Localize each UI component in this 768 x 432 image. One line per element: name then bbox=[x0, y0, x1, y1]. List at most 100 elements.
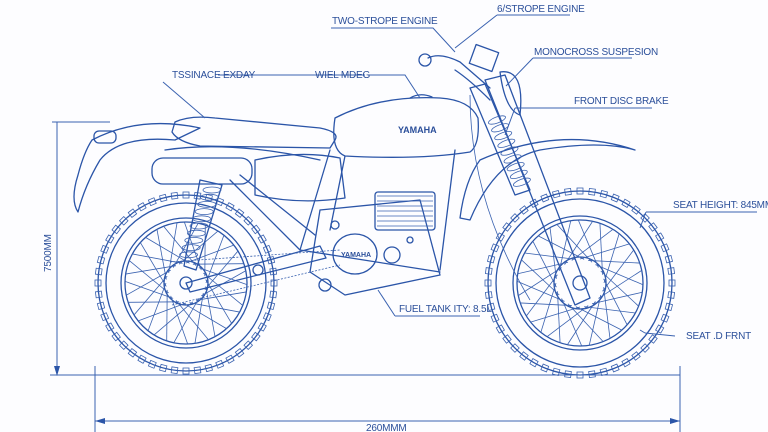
tire-knob bbox=[502, 222, 512, 232]
label-seat-height: SEAT HEIGHT: 845MM bbox=[673, 200, 768, 211]
tire-knob bbox=[225, 354, 235, 364]
label-fuel-tank: FUEL TANK ITY: 8.5L bbox=[399, 304, 492, 315]
spoke bbox=[517, 261, 569, 275]
spoke bbox=[530, 306, 581, 323]
spoke bbox=[147, 282, 167, 331]
spoke bbox=[579, 243, 630, 260]
tire-knob bbox=[137, 202, 147, 212]
tire-knob bbox=[660, 313, 670, 323]
spoke bbox=[168, 222, 178, 274]
shock-coil bbox=[186, 229, 206, 237]
tank-brand-logo: YAMAHA bbox=[398, 125, 437, 135]
fork-boot-ring bbox=[488, 115, 506, 125]
spoke bbox=[538, 235, 585, 260]
spoke bbox=[556, 224, 593, 263]
label-top-engine: 6/STROPE ENGINE bbox=[497, 4, 585, 15]
shock-coil bbox=[194, 208, 214, 216]
tire-knob bbox=[664, 302, 674, 311]
shock-coil bbox=[181, 244, 201, 252]
tire-knob bbox=[668, 279, 676, 287]
engine-brand-logo: YAMAHA bbox=[341, 252, 371, 259]
shock-coil bbox=[192, 215, 212, 223]
tire-knob bbox=[262, 244, 272, 254]
spoke bbox=[145, 237, 190, 264]
tire-knob bbox=[269, 290, 278, 299]
tire-knob bbox=[193, 366, 202, 375]
tire-knob bbox=[486, 302, 496, 311]
spoke bbox=[173, 298, 200, 343]
tire-knob bbox=[510, 213, 520, 223]
tire-knob bbox=[257, 322, 267, 332]
tire-knob bbox=[610, 193, 620, 203]
spoke bbox=[516, 280, 565, 302]
spoke bbox=[203, 272, 243, 306]
tire-knob bbox=[234, 348, 245, 358]
spoke bbox=[524, 252, 576, 260]
tire-knob bbox=[251, 331, 261, 342]
tire-knob bbox=[484, 291, 493, 299]
fork-boot-ring bbox=[500, 146, 519, 156]
tire-knob bbox=[552, 189, 561, 199]
label-monocross-suspension: MONOCROSS SUSPESION bbox=[534, 47, 658, 58]
fork-boot-ring bbox=[506, 162, 525, 172]
label-front-disc-brake: FRONT DISC BRAKE bbox=[574, 96, 669, 107]
tire-knob bbox=[631, 205, 641, 215]
spoke bbox=[600, 270, 639, 307]
spoke bbox=[602, 249, 634, 292]
fork-boot-ring bbox=[509, 169, 528, 180]
tire-knob bbox=[490, 313, 500, 323]
spoke bbox=[567, 303, 604, 342]
tire-knob bbox=[655, 232, 665, 242]
spoke bbox=[125, 265, 177, 275]
spoke bbox=[205, 235, 225, 284]
tire-knob bbox=[127, 208, 138, 218]
label-height-dimension: 7500MM bbox=[43, 234, 54, 272]
tire-knob bbox=[484, 279, 492, 287]
dimension-lines bbox=[50, 121, 681, 432]
spoke bbox=[532, 241, 557, 288]
tire-knob bbox=[621, 358, 631, 368]
tire-knob bbox=[243, 215, 254, 226]
spoke bbox=[558, 220, 572, 272]
shock-coil bbox=[197, 200, 217, 208]
spoke bbox=[603, 278, 628, 325]
spoke bbox=[194, 292, 204, 344]
spoke bbox=[521, 259, 560, 296]
tire-knob bbox=[111, 331, 121, 342]
spoke bbox=[126, 269, 171, 296]
tire-knob bbox=[204, 363, 213, 373]
tire-knob bbox=[588, 187, 596, 196]
label-two-stroke-engine: TWO-STROPE ENGINE bbox=[332, 16, 438, 27]
spoke bbox=[205, 286, 216, 337]
fork-boot-ring bbox=[494, 130, 513, 141]
tire-knob bbox=[610, 363, 620, 373]
spoke bbox=[185, 244, 234, 264]
tire-knob bbox=[100, 244, 110, 254]
shock-coil bbox=[199, 193, 219, 201]
label-wiel-mdeg: WIEL MDEG bbox=[315, 70, 370, 81]
fork-boot-ring bbox=[497, 138, 516, 148]
spoke bbox=[170, 295, 189, 345]
tire-knob bbox=[94, 279, 102, 287]
tire-knob bbox=[519, 351, 529, 361]
tire-knob bbox=[648, 334, 658, 344]
spoke bbox=[595, 264, 644, 286]
spoke bbox=[198, 267, 248, 286]
spoke bbox=[591, 291, 643, 305]
tire-knob bbox=[251, 224, 261, 235]
spoke bbox=[603, 233, 620, 284]
tire-knob bbox=[94, 290, 103, 299]
tire-knob bbox=[529, 358, 539, 368]
spoke bbox=[549, 227, 557, 279]
spoke bbox=[588, 260, 640, 264]
spoke bbox=[526, 274, 558, 317]
spoke bbox=[564, 221, 593, 265]
tire-knob bbox=[640, 343, 650, 353]
spoke bbox=[540, 282, 557, 333]
tire-knob bbox=[519, 205, 529, 215]
spoke bbox=[189, 302, 240, 313]
tire-knob bbox=[170, 366, 179, 375]
tire-knob bbox=[182, 191, 190, 199]
